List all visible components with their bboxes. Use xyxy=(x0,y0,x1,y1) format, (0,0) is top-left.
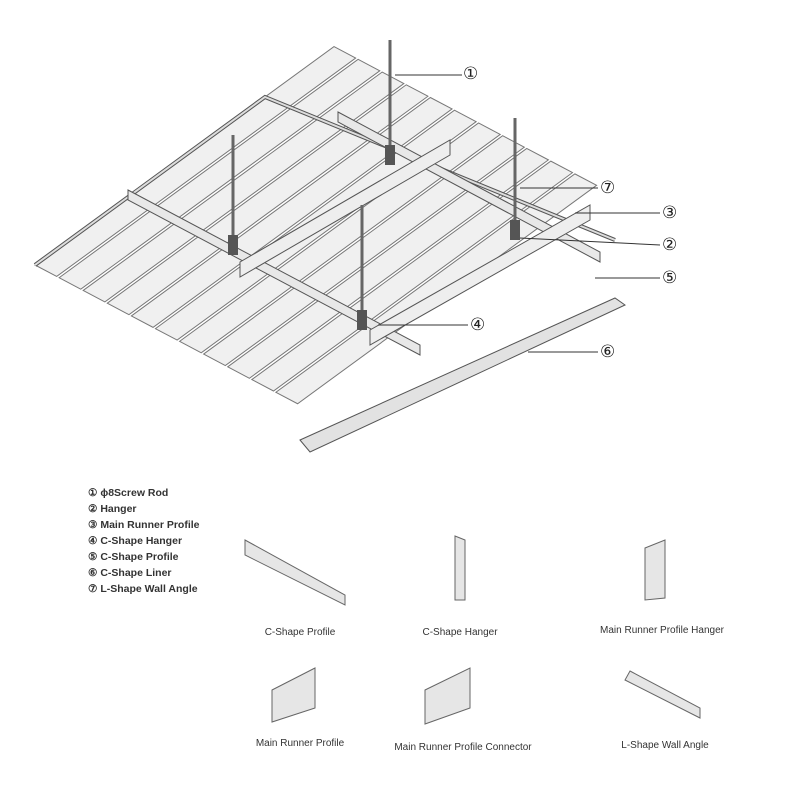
ceiling-slat xyxy=(202,135,526,367)
l-shape-wall-angle-thumb xyxy=(624,670,701,719)
legend-item: ⑤ C-Shape Profile xyxy=(88,551,179,563)
ceiling-slat xyxy=(58,58,381,290)
caption-c-shape-profile: C-Shape Profile xyxy=(264,627,336,638)
ceiling-slat xyxy=(130,96,453,328)
callout-7: ⑦ xyxy=(600,178,616,197)
legend-item: ⑦ L-Shape Wall Angle xyxy=(88,583,198,595)
leader-lines xyxy=(378,74,661,353)
caption-main-runner-profile-hanger: Main Runner Profile Hanger xyxy=(600,625,724,636)
main-runner-profile-connector-thumb xyxy=(424,667,471,725)
ceiling-slat xyxy=(226,147,550,379)
callout-6: ⑥ xyxy=(600,342,616,361)
c-shape-profiles xyxy=(127,111,601,356)
c-shape-profile-thumb xyxy=(244,539,346,606)
ceiling-slat xyxy=(106,84,429,316)
legend-item: ⑥ C-Shape Liner xyxy=(88,567,172,579)
legend-item: ④ C-Shape Hanger xyxy=(88,535,183,547)
hangers xyxy=(228,145,520,330)
callout-2: ② xyxy=(662,235,678,254)
ceiling-slat xyxy=(82,71,405,303)
caption-c-shape-hanger: C-Shape Hanger xyxy=(422,627,498,638)
callout-3: ③ xyxy=(662,203,678,222)
callout-5: ⑤ xyxy=(662,268,678,287)
callout-1: ① xyxy=(463,64,479,83)
main-runner-profiles xyxy=(239,139,591,346)
caption-main-runner-profile: Main Runner Profile xyxy=(255,738,345,749)
screw-rods xyxy=(231,40,517,330)
main-runner-profile-thumb xyxy=(271,667,316,723)
callout-4: ④ xyxy=(470,315,486,334)
c-shape-hanger-thumb xyxy=(454,535,466,601)
legend-item: ③ Main Runner Profile xyxy=(88,519,200,531)
c-shape-liner xyxy=(299,297,626,453)
ceiling-slat xyxy=(250,160,574,392)
main-runner-profile-hanger-thumb xyxy=(644,539,666,601)
legend-item: ① ɸ8Screw Rod xyxy=(88,487,169,499)
legend-item: ② Hanger xyxy=(88,503,137,515)
legend: ① ɸ8Screw Rod ② Hanger ③ Main Runner Pro… xyxy=(88,485,200,597)
caption-main-runner-profile-connector: Main Runner Profile Connector xyxy=(394,742,532,753)
caption-l-shape-wall-angle: L-Shape Wall Angle xyxy=(621,740,709,751)
